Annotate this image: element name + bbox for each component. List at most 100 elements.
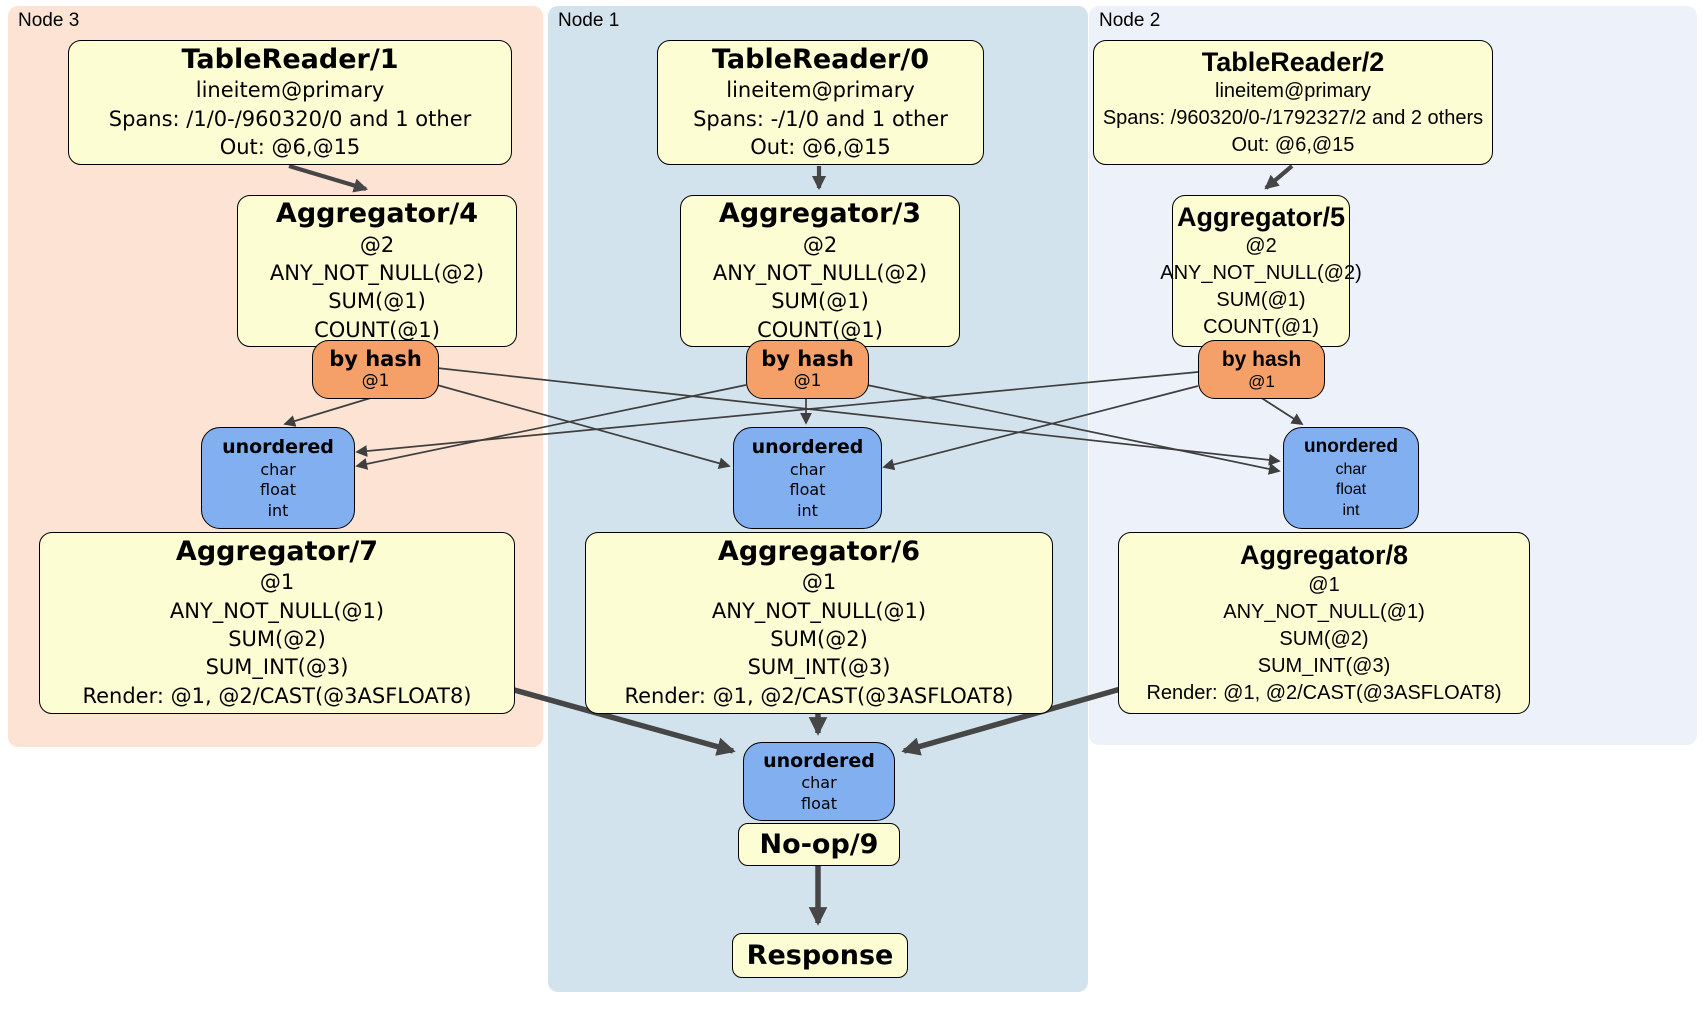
node2-label: Node 2 xyxy=(1099,10,1161,31)
aggregator4-title: Aggregator/4 xyxy=(275,198,479,230)
unordered-sync-node3-title: unordered xyxy=(222,435,334,458)
aggregator4-fn3: COUNT(@1) xyxy=(314,317,440,342)
aggregator5-fn2: SUM(@1) xyxy=(1216,289,1306,312)
aggregator5-fn1: ANY_NOT_NULL(@2) xyxy=(1160,262,1362,285)
tablereader2-box: TableReader/2 lineitem@primary Spans: /9… xyxy=(1093,40,1493,165)
aggregator3-group: @2 xyxy=(802,232,838,257)
tablereader1-title: TableReader/1 xyxy=(181,43,399,75)
unordered-sync-node1: unordered char float int xyxy=(733,427,882,529)
aggregator8-render: Render: @1, @2/CAST(@3ASFLOAT8) xyxy=(1146,681,1502,704)
tablereader2-out: Out: @6,@15 xyxy=(1231,134,1355,157)
tablereader2-title: TableReader/2 xyxy=(1201,46,1385,77)
aggregator7-fn3: SUM_INT(@3) xyxy=(205,655,349,680)
sync-type-char: char xyxy=(789,459,826,479)
tablereader2-spans: Spans: /960320/0-/1792327/2 and 2 others xyxy=(1102,107,1484,130)
edge-hash3-sync7 xyxy=(355,384,747,470)
tablereader2-index: lineitem@primary xyxy=(1215,80,1371,103)
aggregator7-title: Aggregator/7 xyxy=(175,535,379,567)
aggregator4-fn1: ANY_NOT_NULL(@2) xyxy=(269,260,485,285)
node3-label: Node 3 xyxy=(18,10,80,31)
aggregator6-fn2: SUM(@2) xyxy=(770,627,868,652)
sync-type-char: char xyxy=(801,773,837,793)
edge-hash3-sync8 xyxy=(866,384,1281,475)
edge-hash5-sync6 xyxy=(882,385,1199,471)
aggregator8-fn2: SUM(@2) xyxy=(1279,627,1369,650)
edge-aggregator8-finalsync xyxy=(901,685,1125,756)
aggregator3-fn3: COUNT(@1) xyxy=(757,317,883,342)
tablereader1-spans: Spans: /1/0-/960320/0 and 1 other xyxy=(108,106,472,131)
sync-type-float: float xyxy=(1335,481,1367,499)
sync-type-float: float xyxy=(260,480,296,500)
aggregator7-box: Aggregator/7 @1 ANY_NOT_NULL(@1) SUM(@2)… xyxy=(39,532,515,714)
noop-title: No-op/9 xyxy=(759,829,879,860)
sync-type-int: int xyxy=(1342,501,1360,519)
edge-hash5-sync8 xyxy=(1259,396,1304,425)
sync-type-char: char xyxy=(1335,460,1367,478)
edge-hash4-sync6 xyxy=(436,384,731,470)
tablereader1-index: lineitem@primary xyxy=(195,78,385,103)
edge-hash5-sync7 xyxy=(355,371,1199,457)
hash-router-node3-title: by hash xyxy=(329,347,422,372)
aggregator5-fn3: COUNT(@1) xyxy=(1203,316,1319,339)
aggregator7-fn2: SUM(@2) xyxy=(228,627,326,652)
hash-router-node1: by hash @1 xyxy=(746,340,869,399)
sync-type-char: char xyxy=(260,459,296,479)
edge-tablereader2-aggregator5 xyxy=(1264,164,1294,190)
aggregator3-box: Aggregator/3 @2 ANY_NOT_NULL(@2) SUM(@1)… xyxy=(680,195,960,347)
unordered-sync-final: unordered char float xyxy=(743,742,895,821)
aggregator5-box: Aggregator/5 @2 ANY_NOT_NULL(@2) SUM(@1)… xyxy=(1160,195,1362,347)
hash-router-node2-key: @1 xyxy=(1248,372,1275,392)
edge-tablereader1-aggregator4 xyxy=(288,163,369,193)
aggregator8-fn3: SUM_INT(@3) xyxy=(1257,654,1391,677)
aggregator6-group: @1 xyxy=(801,570,837,595)
unordered-sync-node1-title: unordered xyxy=(751,435,864,458)
tablereader1-box: TableReader/1 lineitem@primary Spans: /1… xyxy=(68,40,512,165)
sync-type-float: float xyxy=(801,793,837,813)
edge-hash4-sync7 xyxy=(283,396,375,427)
aggregator6-box: Aggregator/6 @1 ANY_NOT_NULL(@1) SUM(@2)… xyxy=(585,532,1053,714)
tablereader0-title: TableReader/0 xyxy=(712,43,929,75)
aggregator7-group: @1 xyxy=(259,570,295,595)
sync-type-float: float xyxy=(789,480,826,500)
aggregator6-render: Render: @1, @2/CAST(@3ASFLOAT8) xyxy=(624,683,1014,708)
unordered-sync-node2: unordered char float int xyxy=(1283,427,1419,529)
tablereader0-box: TableReader/0 lineitem@primary Spans: -/… xyxy=(657,40,984,165)
aggregator6-title: Aggregator/6 xyxy=(717,535,921,567)
aggregator7-fn1: ANY_NOT_NULL(@1) xyxy=(169,598,385,623)
edge-aggregator7-finalsync xyxy=(506,685,736,756)
hash-router-node2: by hash @1 xyxy=(1198,340,1325,399)
response-title: Response xyxy=(746,940,894,971)
aggregator3-fn1: ANY_NOT_NULL(@2) xyxy=(712,260,928,285)
sync-type-int: int xyxy=(267,500,289,520)
aggregator8-box: Aggregator/8 @1 ANY_NOT_NULL(@1) SUM(@2)… xyxy=(1118,532,1530,714)
aggregator8-fn1: ANY_NOT_NULL(@1) xyxy=(1223,600,1425,623)
response-box: Response xyxy=(732,933,908,978)
aggregator3-title: Aggregator/3 xyxy=(718,198,922,230)
aggregator6-fn1: ANY_NOT_NULL(@1) xyxy=(711,598,927,623)
aggregator5-title: Aggregator/5 xyxy=(1176,201,1346,232)
aggregator4-group: @2 xyxy=(359,232,395,257)
hash-router-node3: by hash @1 xyxy=(312,340,439,399)
aggregator8-title: Aggregator/8 xyxy=(1239,540,1409,571)
sync-type-int: int xyxy=(797,500,818,520)
aggregator7-render: Render: @1, @2/CAST(@3ASFLOAT8) xyxy=(82,683,472,708)
unordered-sync-node2-title: unordered xyxy=(1304,435,1398,457)
hash-router-node2-title: by hash xyxy=(1221,348,1302,372)
noop-box: No-op/9 xyxy=(738,823,900,866)
hash-router-node1-key: @1 xyxy=(793,371,822,392)
aggregator6-fn3: SUM_INT(@3) xyxy=(747,655,891,680)
tablereader0-out: Out: @6,@15 xyxy=(750,134,891,159)
unordered-sync-node3: unordered char float int xyxy=(201,427,355,529)
aggregator4-fn2: SUM(@1) xyxy=(328,289,426,314)
tablereader0-spans: Spans: -/1/0 and 1 other xyxy=(693,106,948,131)
tablereader0-index: lineitem@primary xyxy=(726,78,915,103)
node1-label: Node 1 xyxy=(558,10,620,31)
aggregator5-group: @2 xyxy=(1245,235,1277,258)
tablereader1-out: Out: @6,@15 xyxy=(219,134,361,159)
aggregator8-group: @1 xyxy=(1308,573,1340,596)
aggregator4-box: Aggregator/4 @2 ANY_NOT_NULL(@2) SUM(@1)… xyxy=(237,195,517,347)
aggregator3-fn2: SUM(@1) xyxy=(771,289,869,314)
hash-router-node3-key: @1 xyxy=(361,371,390,392)
